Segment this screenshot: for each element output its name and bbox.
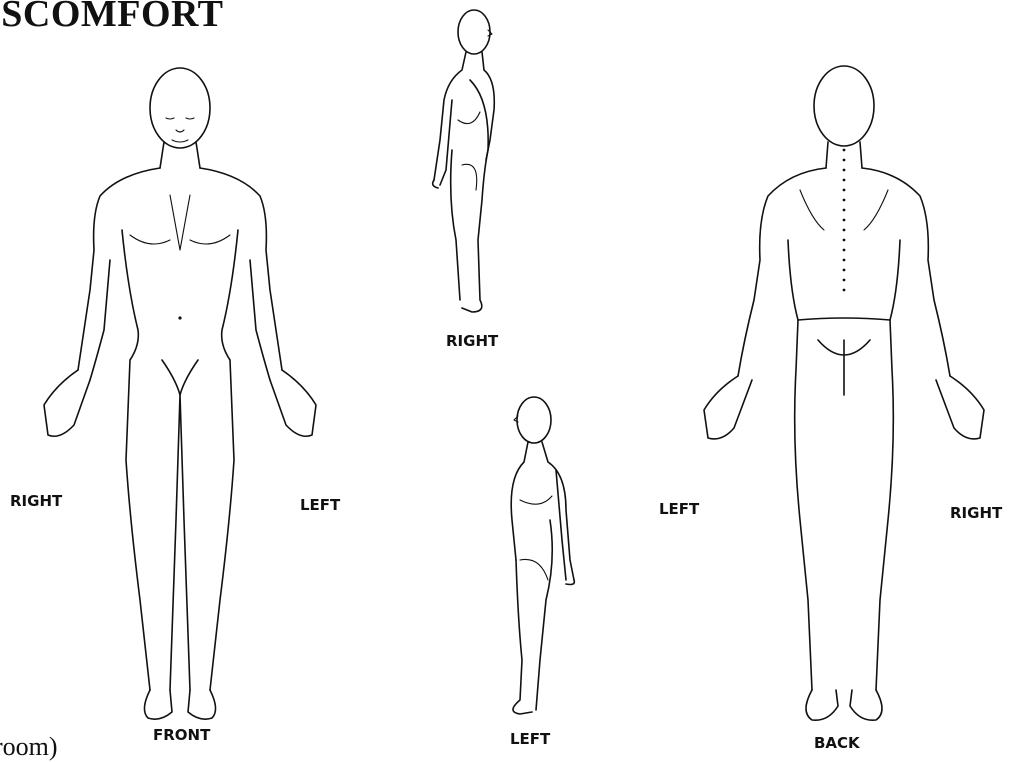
footer-text-fragment: room) [0, 732, 58, 762]
front-left-side-label: LEFT [300, 496, 340, 514]
spine-dotted-line [843, 149, 846, 292]
back-left-side-label: LEFT [659, 500, 699, 518]
back-right-side-label: RIGHT [950, 504, 1002, 522]
profile-left-caption: LEFT [510, 730, 550, 748]
front-caption: FRONT [153, 726, 210, 744]
profile-right-caption: RIGHT [446, 332, 498, 350]
back-caption: BACK [814, 734, 860, 752]
front-right-side-label: RIGHT [10, 492, 62, 510]
